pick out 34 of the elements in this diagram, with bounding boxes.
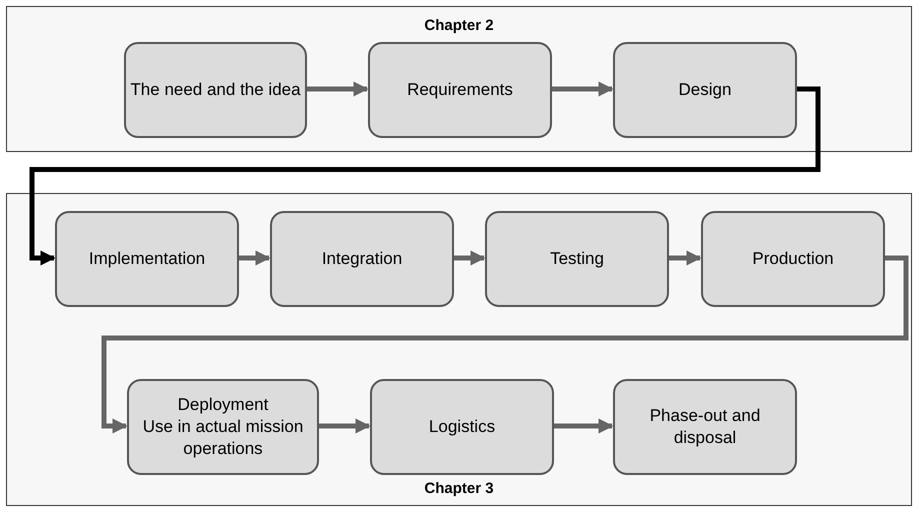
chapter-panel [6, 6, 912, 152]
process-box [55, 211, 239, 307]
arrow [668, 250, 702, 266]
arrow [553, 418, 614, 434]
chapter-heading: Chapter 3 [424, 481, 494, 496]
box-label: Phase-out and disposal [648, 404, 762, 449]
process-box [270, 211, 454, 307]
chapter-panel [6, 193, 912, 506]
arrow [551, 82, 614, 96]
box-label: Implementation [88, 248, 206, 270]
process-box [127, 379, 319, 475]
process-box [701, 211, 885, 307]
arrow [102, 256, 908, 434]
box-label: Integration [322, 248, 402, 270]
box-label: Testing [550, 248, 604, 270]
arrow [238, 250, 270, 266]
box-label: Design [678, 78, 732, 101]
process-box [613, 42, 797, 138]
process-box [613, 379, 797, 475]
box-label: Requirements [407, 78, 513, 101]
box-label: Use in actual mission operations [142, 416, 304, 460]
arrow [306, 82, 368, 96]
box-label: Production [752, 248, 834, 270]
arrow [453, 250, 486, 266]
box-label: Logistics [428, 416, 496, 438]
chapter-heading: Chapter 2 [424, 18, 494, 33]
process-box [485, 211, 669, 307]
box-label: Deployment [178, 394, 268, 416]
box-label: The need and the idea [130, 78, 301, 101]
arrow [318, 418, 370, 434]
process-box [370, 379, 554, 475]
process-box [368, 42, 552, 138]
arrow [30, 86, 820, 266]
process-box [124, 42, 307, 138]
